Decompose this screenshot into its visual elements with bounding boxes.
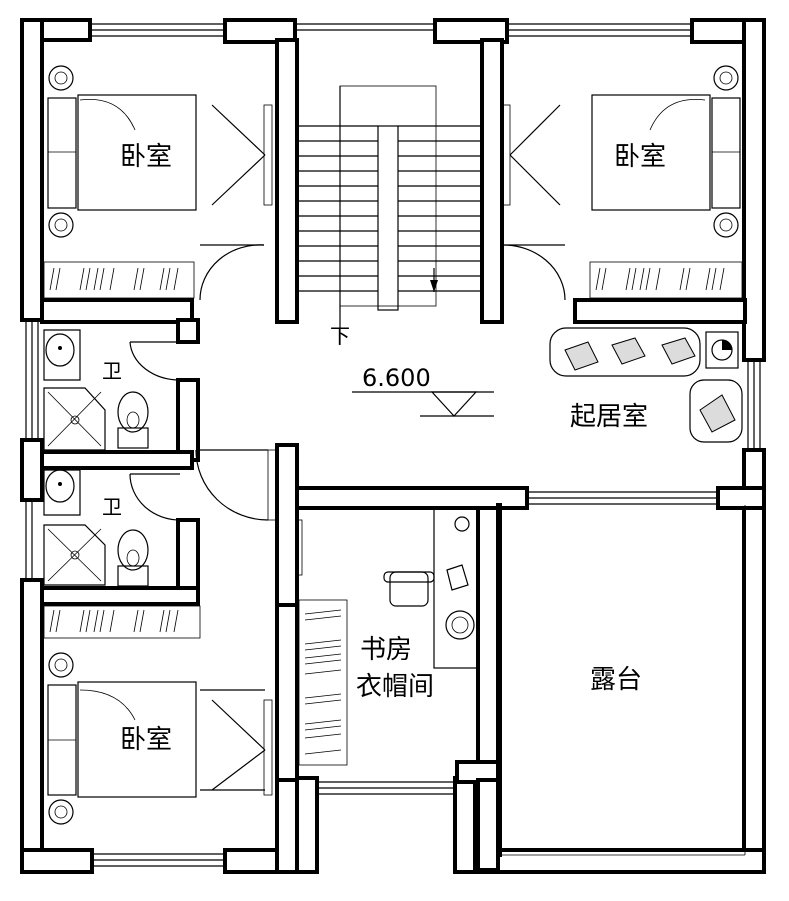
bathroom-upper-fixtures [43, 329, 149, 451]
staircase [297, 85, 482, 345]
level-marker [352, 391, 494, 417]
room-label-bedroom-nw: 卧室 [120, 142, 172, 172]
room-label-study: 书房 [360, 635, 412, 665]
floor-level-label: 6.600 [362, 364, 431, 392]
room-label-bedroom-sw: 卧室 [120, 725, 172, 755]
room-label-cloakroom: 衣帽间 [356, 672, 434, 702]
bedroom-nw-furniture [43, 65, 197, 299]
living-room-furniture [549, 327, 743, 443]
bedroom-ne-furniture [589, 65, 743, 299]
room-label-terrace: 露台 [590, 665, 642, 695]
doors [129, 104, 566, 796]
study-furniture [298, 507, 479, 766]
room-label-bath-lower: 卫 [102, 495, 122, 519]
room-label-bedroom-ne: 卧室 [614, 142, 666, 172]
stair-direction-label: 下 [330, 324, 350, 348]
bathroom-lower-fixtures [43, 469, 149, 587]
bedroom-sw-furniture [43, 605, 201, 825]
interior-walls [40, 38, 766, 874]
room-label-living: 起居室 [570, 402, 648, 432]
room-label-bath-upper: 卫 [102, 359, 122, 383]
